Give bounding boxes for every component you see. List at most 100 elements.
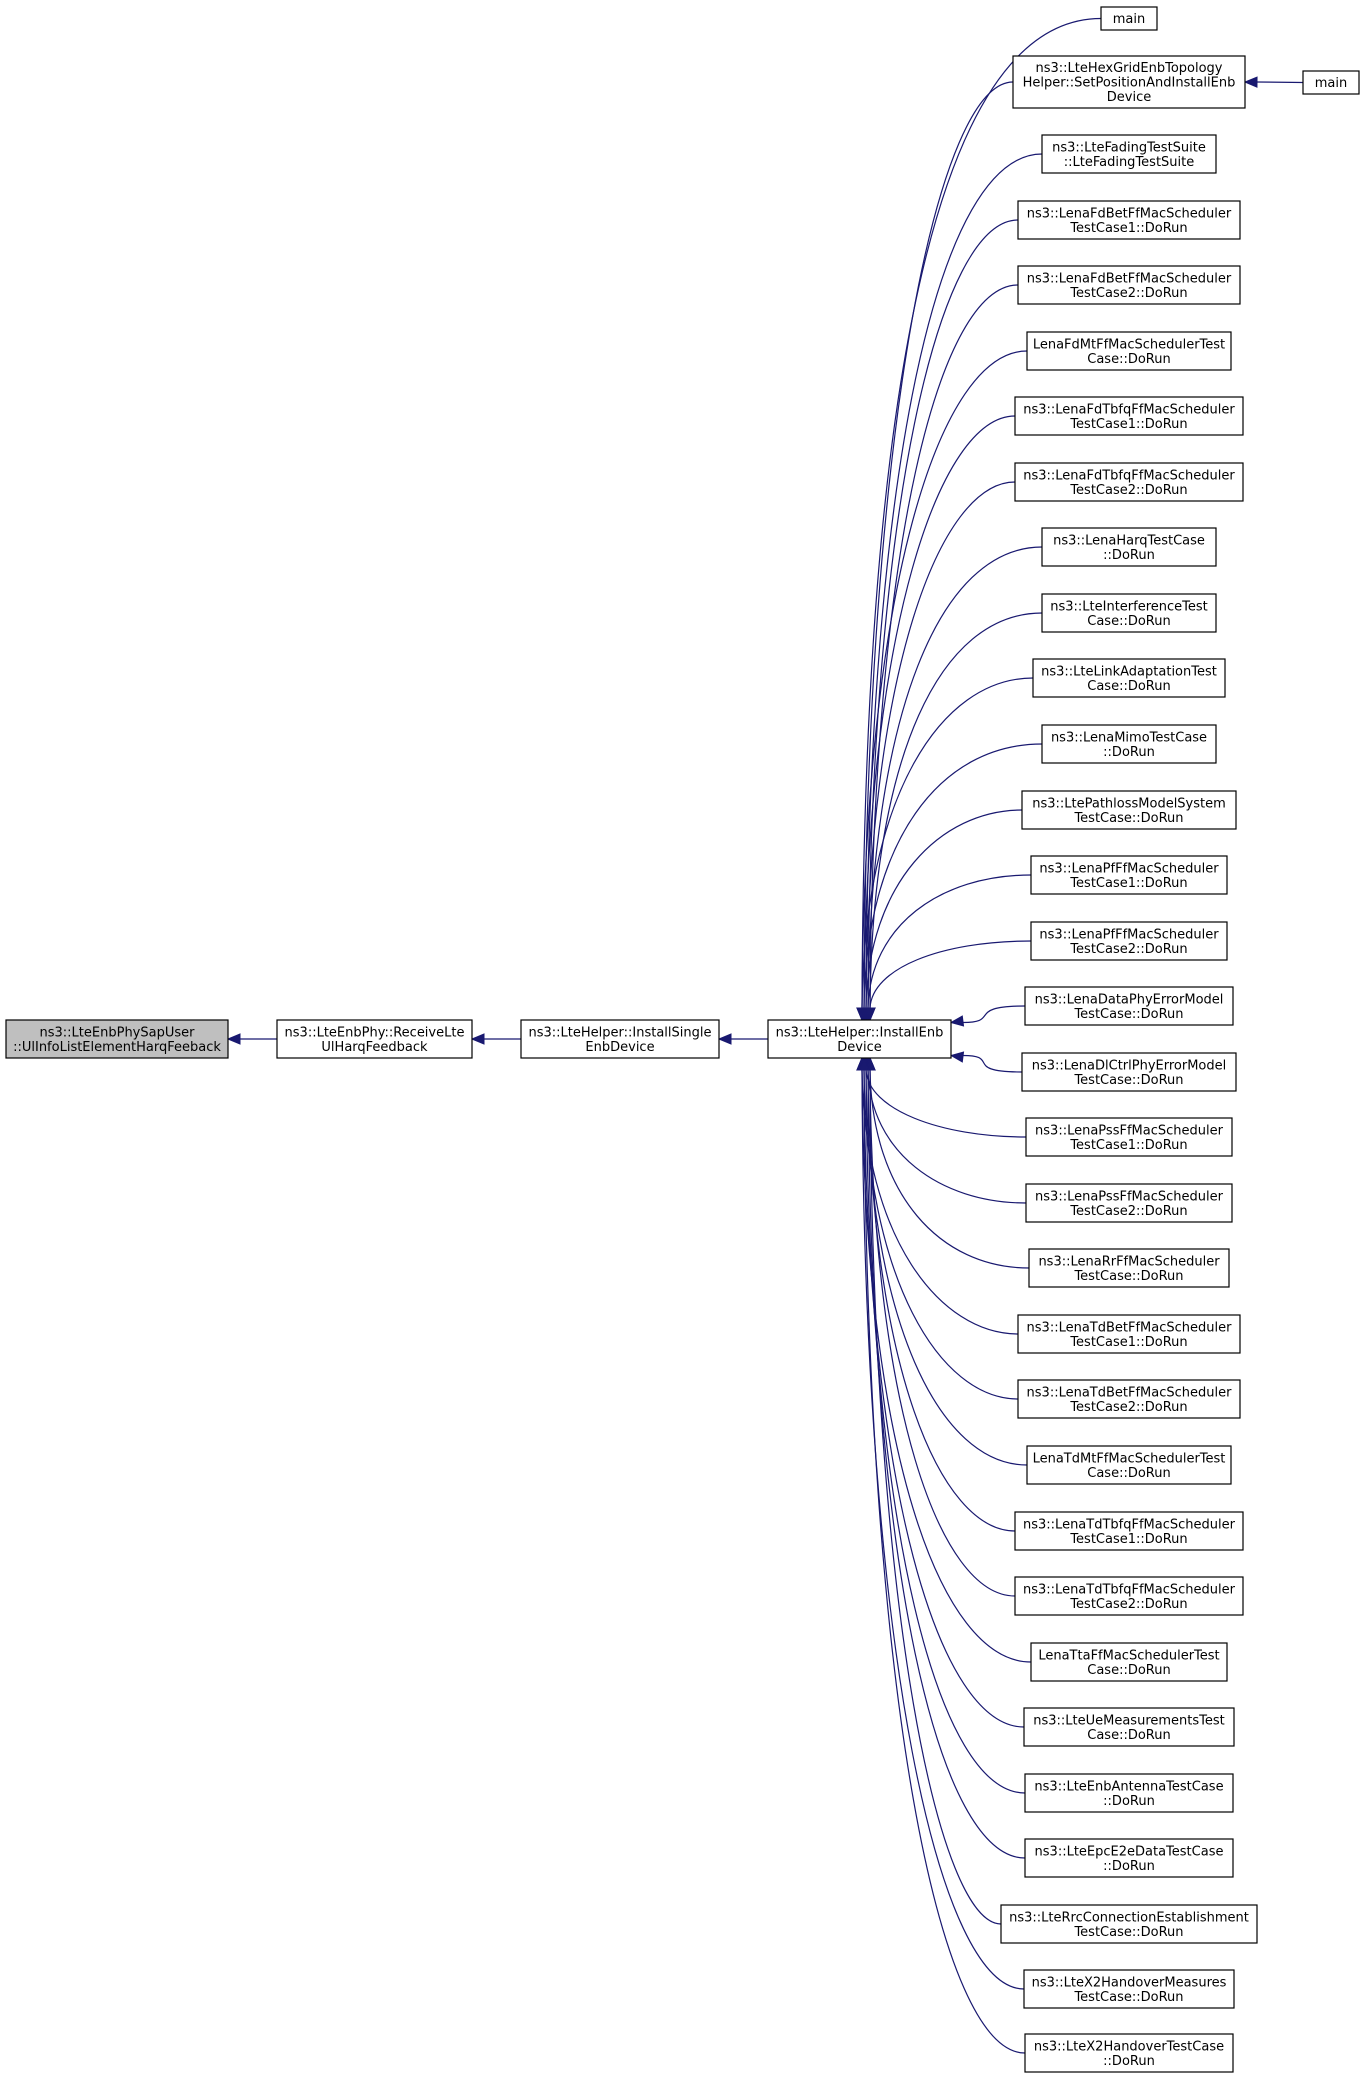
caller-node-5-box <box>1017 265 1241 305</box>
caller-node-32-label: ::DoRun <box>1103 2054 1155 2069</box>
caller-node-4[interactable]: ns3::LenaFdBetFfMacSchedulerTestCase1::D… <box>1017 200 1241 240</box>
edge-caller-17 <box>962 1054 1023 1073</box>
caller-node-21-box <box>1017 1314 1241 1354</box>
caller-node-30-label: ns3::LteRrcConnectionEstablishment <box>1009 1910 1249 1925</box>
caller-node-16[interactable]: ns3::LenaDataPhyErrorModelTestCase::DoRu… <box>1024 986 1234 1026</box>
root-function-node[interactable]: ns3::LteEnbPhySapUser::UlInfoListElement… <box>5 1019 229 1059</box>
receive-ul-harq-feedback-node-label: ns3::LteEnbPhy::ReceiveLte <box>285 1025 465 1040</box>
caller-node-22-box <box>1017 1379 1241 1419</box>
edge-caller-12 <box>863 743 1043 1009</box>
caller-node-25-label: ns3::LenaTdTbfqFfMacScheduler <box>1023 1582 1236 1597</box>
caller-node-17-label: TestCase::DoRun <box>1073 1073 1183 1088</box>
edge-caller-20 <box>869 1069 1030 1269</box>
caller-node-16-box <box>1024 986 1234 1026</box>
caller-node-25-label: TestCase2::DoRun <box>1069 1597 1187 1612</box>
caller-node-19-box <box>1025 1183 1233 1223</box>
caller-node-29[interactable]: ns3::LteEpcE2eDataTestCase::DoRun <box>1024 1838 1234 1878</box>
caller-node-23-label: Case::DoRun <box>1087 1466 1170 1481</box>
caller-node-30[interactable]: ns3::LteRrcConnectionEstablishmentTestCa… <box>1000 1904 1258 1944</box>
caller-node-7-label: TestCase1::DoRun <box>1069 417 1187 432</box>
call-edges <box>226 17 1304 2054</box>
caller-node-14[interactable]: ns3::LenaPfFfMacSchedulerTestCase1::DoRu… <box>1030 855 1228 895</box>
caller-node-16-label: TestCase::DoRun <box>1073 1007 1183 1022</box>
edge-caller-16-arrowhead <box>949 1015 965 1027</box>
caller-node-13[interactable]: ns3::LtePathlossModelSystemTestCase::DoR… <box>1021 790 1237 830</box>
caller-node-5-label: ns3::LenaFdBetFfMacScheduler <box>1027 271 1232 286</box>
edge-caller-3 <box>865 153 1043 1009</box>
caller-node-10-box <box>1041 593 1217 633</box>
caller-node-15[interactable]: ns3::LenaPfFfMacSchedulerTestCase2::DoRu… <box>1030 921 1228 961</box>
caller-node-14-label: ns3::LenaPfFfMacScheduler <box>1039 861 1219 876</box>
root-function-node-label: ns3::LteEnbPhySapUser <box>40 1025 196 1040</box>
install-enb-device-node-label: Device <box>837 1040 881 1055</box>
caller-node-20-box <box>1028 1248 1230 1288</box>
caller-node-13-label: TestCase::DoRun <box>1073 811 1183 826</box>
caller-node-26-label: LenaTtaFfMacSchedulerTest <box>1038 1648 1219 1663</box>
caller-node-28[interactable]: ns3::LteEnbAntennaTestCase::DoRun <box>1024 1773 1234 1813</box>
caller-node-18-label: ns3::LenaPssFfMacScheduler <box>1035 1123 1224 1138</box>
caller-node-6-label: Case::DoRun <box>1087 352 1170 367</box>
caller-node-9-label: ::DoRun <box>1103 548 1155 563</box>
edge-caller-17-arrowhead <box>949 1051 965 1063</box>
edge-caller-7 <box>863 415 1016 1009</box>
caller-node-12-label: ns3::LenaMimoTestCase <box>1051 730 1207 745</box>
root-function-node-box <box>5 1019 229 1059</box>
caller-node-22-label: ns3::LenaTdBetFfMacScheduler <box>1027 1385 1233 1400</box>
hexgrid-main-node[interactable]: main <box>1302 70 1360 95</box>
caller-node-31[interactable]: ns3::LteX2HandoverMeasuresTestCase::DoRu… <box>1023 1969 1235 2009</box>
caller-node-8[interactable]: ns3::LenaFdTbfqFfMacSchedulerTestCase2::… <box>1014 462 1244 502</box>
caller-node-17-box <box>1021 1052 1237 1092</box>
caller-node-12[interactable]: ns3::LenaMimoTestCase::DoRun <box>1041 724 1217 764</box>
caller-node-9-box <box>1041 527 1217 567</box>
caller-node-7-label: ns3::LenaFdTbfqFfMacScheduler <box>1023 402 1235 417</box>
caller-node-24[interactable]: ns3::LenaTdTbfqFfMacSchedulerTestCase1::… <box>1014 1511 1244 1551</box>
edge-caller-26 <box>861 1069 1032 1663</box>
caller-node-12-label: ::DoRun <box>1103 745 1155 760</box>
caller-node-2[interactable]: ns3::LteHexGridEnbTopologyHelper::SetPos… <box>1012 55 1246 109</box>
edge-main-to-hexgrid <box>1256 81 1304 84</box>
edge-caller-15-arrowhead <box>864 1007 876 1022</box>
caller-node-7[interactable]: ns3::LenaFdTbfqFfMacSchedulerTestCase1::… <box>1014 396 1244 436</box>
caller-node-21[interactable]: ns3::LenaTdBetFfMacSchedulerTestCase1::D… <box>1017 1314 1241 1354</box>
caller-node-25-box <box>1014 1576 1244 1616</box>
caller-node-3[interactable]: ns3::LteFadingTestSuite::LteFadingTestSu… <box>1041 134 1217 174</box>
edge-caller-32 <box>863 1069 1026 2054</box>
caller-node-15-box <box>1030 921 1228 961</box>
caller-node-9-label: ns3::LenaHarqTestCase <box>1053 533 1205 548</box>
caller-node-5[interactable]: ns3::LenaFdBetFfMacSchedulerTestCase2::D… <box>1017 265 1241 305</box>
caller-node-30-label: TestCase::DoRun <box>1073 1925 1183 1940</box>
caller-node-19-label: TestCase2::DoRun <box>1069 1204 1187 1219</box>
edge-caller-11 <box>861 677 1034 1009</box>
caller-node-25[interactable]: ns3::LenaTdTbfqFfMacSchedulerTestCase2::… <box>1014 1576 1244 1616</box>
root-function-node-label: ::UlInfoListElementHarqFeeback <box>13 1040 221 1055</box>
caller-node-18[interactable]: ns3::LenaPssFfMacSchedulerTestCase1::DoR… <box>1025 1117 1233 1157</box>
call-nodes: ns3::LteEnbPhySapUser::UlInfoListElement… <box>5 6 1360 2073</box>
caller-node-13-box <box>1021 790 1237 830</box>
caller-node-17[interactable]: ns3::LenaDlCtrlPhyErrorModelTestCase::Do… <box>1021 1052 1237 1092</box>
caller-node-11-label: Case::DoRun <box>1087 679 1170 694</box>
caller-node-2-label: Helper::SetPositionAndInstallEnb <box>1023 76 1236 91</box>
caller-node-29-box <box>1024 1838 1234 1878</box>
caller-node-19[interactable]: ns3::LenaPssFfMacSchedulerTestCase2::DoR… <box>1025 1183 1233 1223</box>
caller-node-28-label: ns3::LteEnbAntennaTestCase <box>1034 1779 1223 1794</box>
caller-node-9[interactable]: ns3::LenaHarqTestCase::DoRun <box>1041 527 1217 567</box>
caller-node-1[interactable]: main <box>1100 6 1158 31</box>
edge-caller-8 <box>865 481 1016 1009</box>
caller-node-22[interactable]: ns3::LenaTdBetFfMacSchedulerTestCase2::D… <box>1017 1379 1241 1419</box>
caller-node-14-box <box>1030 855 1228 895</box>
caller-node-32[interactable]: ns3::LteX2HandoverTestCase::DoRun <box>1024 2033 1234 2073</box>
caller-node-6-box <box>1026 331 1232 371</box>
edge-caller-6 <box>861 350 1028 1009</box>
hexgrid-main-node-box <box>1302 70 1360 95</box>
